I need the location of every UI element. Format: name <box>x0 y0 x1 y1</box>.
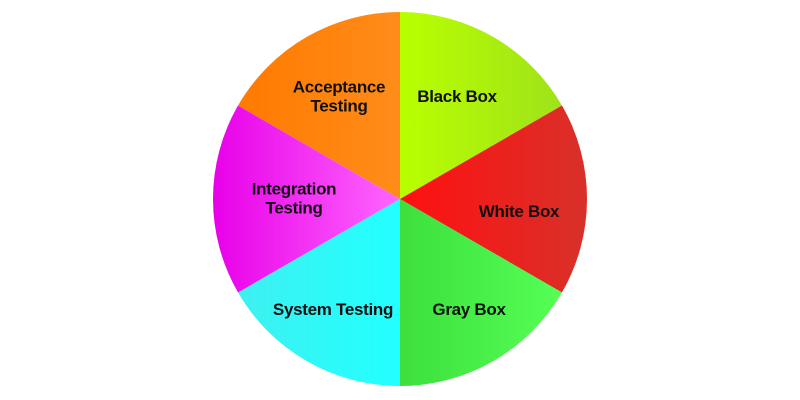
segments-layer <box>212 11 588 387</box>
segment-label-line: Black Box <box>417 87 497 106</box>
segment-label-black-box: Black Box <box>417 87 497 106</box>
segment-acceptance <box>238 11 400 199</box>
segment-gray-box <box>400 199 562 386</box>
segment-label-line: Gray Box <box>432 300 506 319</box>
segment-label-system: System Testing <box>273 300 393 319</box>
segment-label-white-box: White Box <box>479 202 560 221</box>
segment-label-line: Integration <box>252 180 337 199</box>
segment-label-line: Acceptance <box>293 78 385 97</box>
segment-label-line: Testing <box>265 199 322 218</box>
segment-system <box>238 199 400 387</box>
segment-integration <box>212 105 400 293</box>
segment-white-box <box>400 105 588 293</box>
segment-label-line: Testing <box>310 97 367 116</box>
segment-label-gray-box: Gray Box <box>432 300 506 319</box>
segment-label-line: White Box <box>479 202 560 221</box>
segment-label-line: System Testing <box>273 300 393 319</box>
segment-black-box <box>400 12 562 199</box>
